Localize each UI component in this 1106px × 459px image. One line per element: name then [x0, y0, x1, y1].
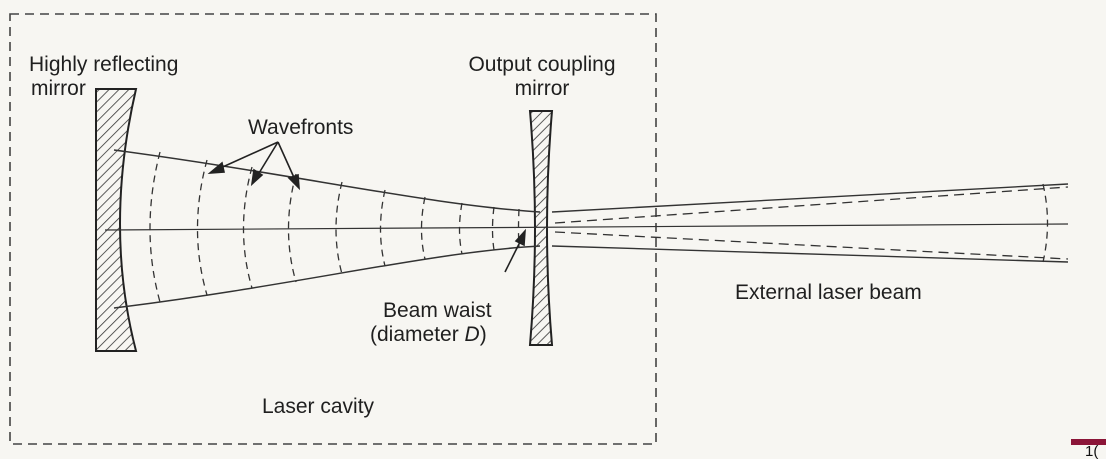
- beam-waist-diameter-symbol: D: [464, 323, 480, 346]
- output-coupling-mirror-label-line2: mirror: [514, 77, 570, 100]
- external-beam-lower-edge: [551, 245, 1069, 263]
- slide-accent-bar: [1071, 439, 1106, 445]
- wavefronts-label: Wavefronts: [248, 116, 354, 139]
- optical-axis: [104, 223, 1069, 231]
- laser-cavity-label: Laser cavity: [262, 395, 375, 418]
- beam-waist-label-line2: (diameter D): [370, 323, 492, 347]
- highly-reflecting-mirror-label-line2: mirror: [31, 77, 86, 100]
- output-coupling-mirror-label: Output coupling mirror: [432, 53, 652, 101]
- wavefronts-pointer-arrows: [207, 141, 300, 191]
- external-laser-beam-label: External laser beam: [735, 281, 922, 304]
- beam-waist-close-paren: ): [479, 323, 487, 346]
- cavity-wavefronts: [149, 151, 520, 303]
- external-beam-lower-dash: [554, 231, 1069, 260]
- highly-reflecting-mirror: [95, 88, 138, 352]
- beam-upper-edge: [113, 149, 541, 213]
- beam-waist-label-line1: Beam waist: [383, 299, 492, 322]
- beam-waist-diameter-text: (diameter: [370, 323, 465, 346]
- external-beam-upper-dash: [554, 186, 1069, 224]
- laser-cavity-boundary: [9, 13, 657, 445]
- highly-reflecting-mirror-label: Highly reflecting mirror: [29, 53, 209, 101]
- output-coupling-mirror-label-line1: Output coupling: [468, 53, 616, 76]
- output-coupling-mirror: [528, 110, 554, 346]
- slide-page-number: 1(: [1085, 443, 1099, 459]
- beam-waist-label: Beam waist (diameter D): [370, 299, 492, 347]
- external-beam-upper-edge: [551, 183, 1069, 213]
- beam-waist-pointer-arrow: [504, 228, 526, 273]
- external-wavefront: [1042, 183, 1049, 263]
- highly-reflecting-mirror-label-line1: Highly reflecting: [29, 53, 179, 76]
